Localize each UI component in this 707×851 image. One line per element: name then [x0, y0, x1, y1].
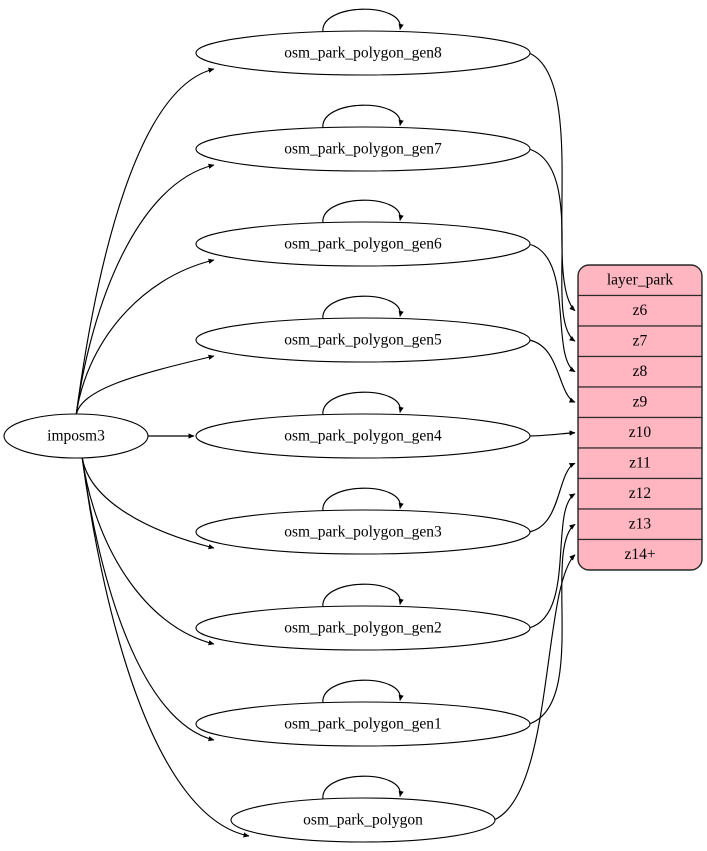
node-gen2-label: osm_park_polygon_gen2: [284, 620, 442, 637]
layer-park-table: layer_park z6 z7 z8 z9 z10 z11 z12 z13 z14+: [577, 264, 703, 571]
edge-imposm3-to-gen1: [81, 455, 215, 742]
edge-imposm3-to-base: [81, 455, 250, 838]
edge-base-to-z14+: [493, 554, 576, 821]
node-base-shape: [230, 797, 496, 843]
table-row-label-z7: z7: [633, 332, 648, 349]
self-loop-gen6: [322, 199, 404, 224]
edge-gen7-to-z7: [528, 148, 576, 342]
edge-imposm3-to-gen6: [75, 258, 215, 417]
node-gen1-label: osm_park_polygon_gen1: [284, 716, 442, 733]
table-row-cell-z14+: [578, 538, 702, 570]
self-loop-gen7: [322, 104, 404, 129]
table-row-label-z9: z9: [633, 393, 648, 410]
edge-gen2-to-z12: [528, 493, 576, 629]
node-gen3[interactable]: osm_park_polygon_gen3: [195, 509, 531, 555]
table-row-cell-z9: [578, 386, 702, 419]
self-loops-layer: [322, 8, 404, 800]
node-imposm3-shape: [3, 413, 149, 459]
node-gen2-shape: [195, 605, 531, 651]
node-gen6[interactable]: osm_park_polygon_gen6: [195, 221, 531, 267]
node-gen4-label: osm_park_polygon_gen4: [284, 428, 442, 445]
table-row-label-z10: z10: [629, 424, 652, 441]
node-base-label: osm_park_polygon: [303, 812, 423, 829]
node-gen5-shape: [195, 317, 531, 363]
table-row-cell-z10: [578, 416, 702, 449]
self-loop-base: [322, 775, 404, 800]
edge-imposm3-to-gen7: [75, 163, 215, 417]
node-gen4[interactable]: osm_park_polygon_gen4: [195, 413, 531, 459]
table-row-label-z11: z11: [629, 454, 651, 471]
table-outline: [577, 264, 703, 571]
edge-imposm3-to-gen3: [81, 455, 215, 550]
node-imposm3[interactable]: imposm3: [3, 413, 149, 459]
self-loop-gen8: [322, 8, 404, 33]
edges-layer: [75, 52, 576, 838]
node-gen5[interactable]: osm_park_polygon_gen5: [195, 317, 531, 363]
table-header-label: layer_park: [607, 271, 674, 288]
node-gen1[interactable]: osm_park_polygon_gen1: [195, 701, 531, 747]
edge-gen6-to-z8: [528, 243, 576, 373]
node-gen7[interactable]: osm_park_polygon_gen7: [195, 126, 531, 172]
self-loop-gen5: [322, 295, 404, 320]
table-row-cell-z13: [578, 508, 702, 541]
table-row-label-z12: z12: [629, 485, 651, 502]
table-row-label-z14+: z14+: [624, 546, 655, 563]
node-imposm3-label: imposm3: [47, 428, 105, 445]
edge-imposm3-to-gen5: [75, 354, 215, 417]
node-gen2[interactable]: osm_park_polygon_gen2: [195, 605, 531, 651]
node-base[interactable]: osm_park_polygon: [230, 797, 496, 843]
edge-imposm3-to-gen8: [75, 67, 215, 417]
self-loop-gen1: [322, 679, 404, 704]
nodes-layer: imposm3 osm_park_polygon_gen8 osm_park_pol…: [3, 30, 531, 843]
node-gen6-label: osm_park_polygon_gen6: [284, 236, 442, 253]
self-loop-gen4: [322, 391, 404, 416]
node-gen1-shape: [195, 701, 531, 747]
node-gen8-label: osm_park_polygon_gen8: [284, 45, 442, 62]
self-loop-gen3: [322, 487, 404, 512]
edge-gen3-to-z11: [528, 462, 576, 533]
edge-imposm3-to-gen2: [81, 455, 215, 646]
self-loop-gen2: [322, 583, 404, 608]
node-gen6-shape: [195, 221, 531, 267]
node-gen8[interactable]: osm_park_polygon_gen8: [195, 30, 531, 76]
node-gen8-shape: [195, 30, 531, 76]
edge-gen8-to-z6: [528, 52, 576, 312]
table-row-cell-z12: [578, 477, 702, 510]
node-gen3-shape: [195, 509, 531, 555]
node-gen5-label: osm_park_polygon_gen5: [284, 332, 442, 349]
table-row-cell-z7: [578, 325, 702, 358]
node-gen4-shape: [195, 413, 531, 459]
node-gen7-shape: [195, 126, 531, 172]
edge-gen1-to-z13: [528, 523, 576, 725]
node-gen7-label: osm_park_polygon_gen7: [284, 141, 442, 158]
table-row-cell-z11: [578, 447, 702, 480]
edge-gen5-to-z9: [528, 339, 576, 403]
node-gen3-label: osm_park_polygon_gen3: [284, 524, 442, 541]
table-row-label-z6: z6: [633, 302, 648, 319]
edge-gen4-to-z10: [528, 430, 576, 437]
table-row-label-z13: z13: [629, 515, 652, 532]
table-row-label-z8: z8: [633, 363, 648, 380]
